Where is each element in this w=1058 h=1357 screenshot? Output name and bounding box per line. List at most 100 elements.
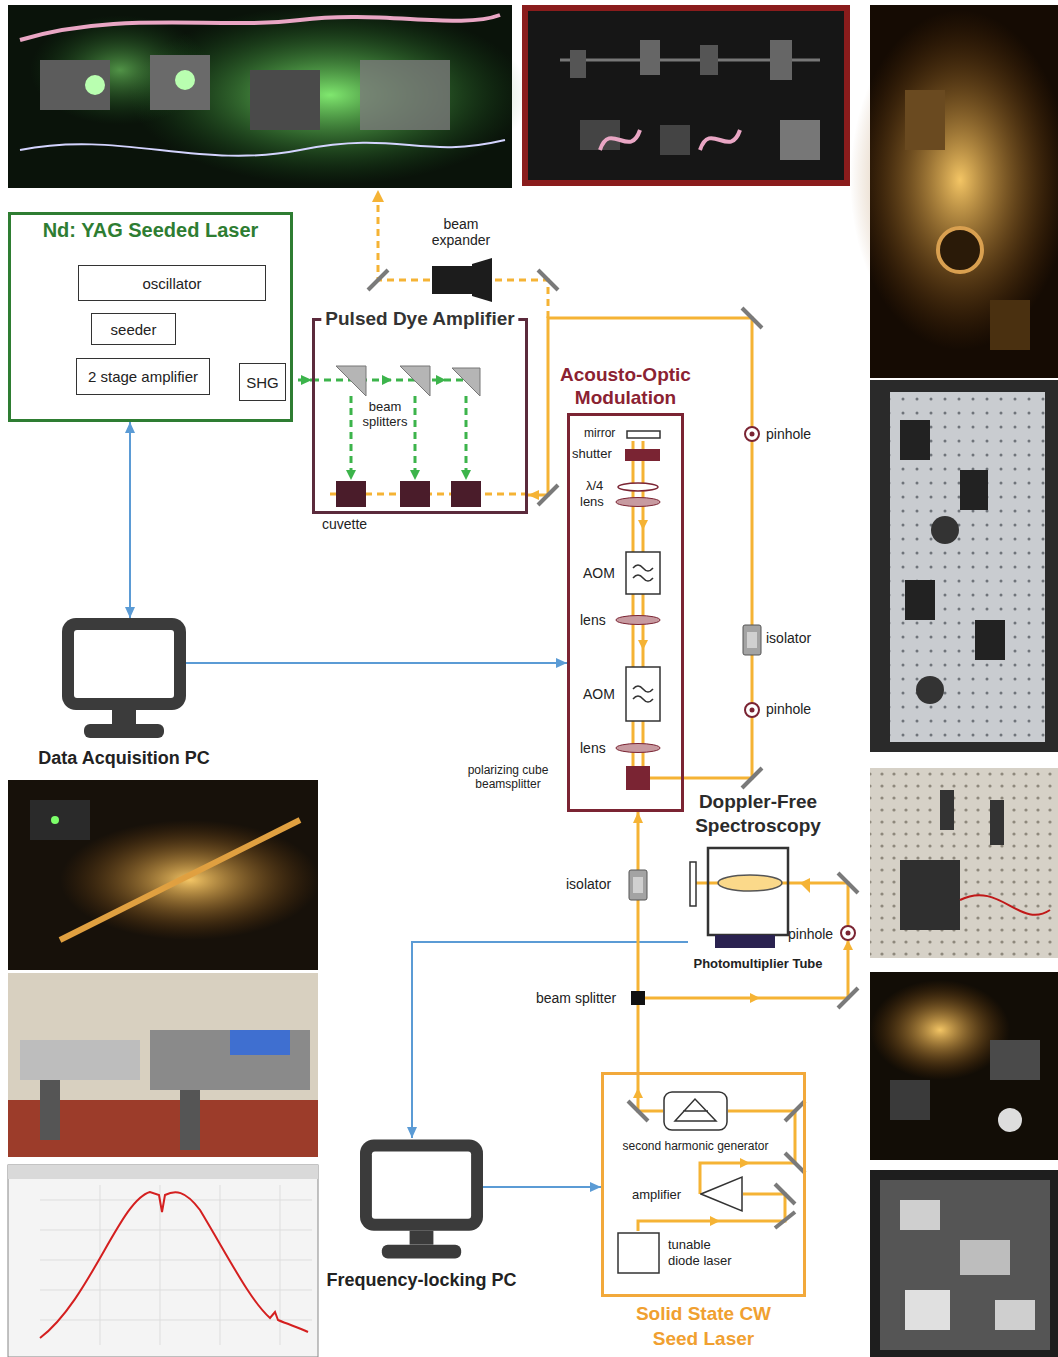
aom-label: AOM — [583, 565, 615, 581]
arrowhead — [528, 490, 539, 500]
shape-polygon — [710, 1216, 720, 1226]
diode-body — [618, 1233, 659, 1273]
node-diode: tunable diode laser — [617, 1231, 739, 1275]
connector-line — [637, 812, 640, 1072]
shape-polygon — [346, 470, 356, 480]
shape-line — [838, 988, 858, 1008]
connector-line — [129, 422, 131, 618]
shape-circle — [938, 228, 982, 272]
shg-housing — [664, 1092, 727, 1130]
monitor-icon — [360, 1138, 483, 1262]
shape-polygon — [633, 1088, 643, 1098]
box-label: 2 stage amplifier — [88, 368, 198, 385]
shape-polygon — [400, 366, 430, 396]
shape-path — [60, 820, 300, 940]
shape-line — [220, 1185, 221, 1345]
shape-ellipse — [616, 616, 660, 625]
shape-rect — [360, 60, 450, 130]
photo-right-4 — [870, 972, 1058, 1160]
shape-rect — [905, 580, 935, 620]
shape-polygon — [372, 190, 384, 202]
shape-rect — [8, 973, 318, 1157]
shape-polygon — [452, 368, 480, 396]
shape-path — [20, 15, 500, 40]
shape-polygon — [750, 993, 760, 1003]
shape-line — [775, 1212, 795, 1228]
node-nd: Nd: YAG Seeded Laseroscillatorseeder2 st… — [8, 212, 293, 422]
part-label: λ/4 — [586, 479, 616, 494]
shape-rect — [700, 45, 718, 75]
shape-ellipse — [850, 10, 1058, 350]
connector — [186, 658, 567, 668]
shape-rect — [900, 420, 930, 460]
shape-line — [40, 1260, 312, 1261]
shape-circle — [750, 432, 755, 437]
shape-rect — [990, 800, 1004, 845]
shape-rect — [900, 1200, 940, 1230]
shape-rect — [40, 1080, 60, 1140]
monitor-base — [382, 1245, 461, 1259]
part-label: beam splitters — [358, 400, 412, 430]
aom-wave — [633, 686, 653, 702]
shape-rect — [870, 768, 1058, 958]
shape-rect — [40, 60, 110, 110]
pmt-body — [715, 935, 775, 948]
orange-beam — [330, 200, 848, 1231]
connector — [407, 942, 688, 1138]
shape-circle — [51, 816, 59, 824]
node-seed: Solid State CW Seed Lasersecond harmonic… — [601, 1072, 806, 1297]
shape-rect — [432, 266, 472, 294]
part-label: beam expander — [430, 216, 492, 248]
monitor-icon — [62, 618, 186, 740]
shape-ellipse — [616, 498, 660, 507]
node-aomg: Acousto-Optic ModulationAOMAOM — [567, 413, 684, 812]
part-label: pinhole — [766, 426, 836, 442]
amp-label: amplifier — [632, 1187, 681, 1202]
shape-circle — [85, 75, 105, 95]
shape-line — [40, 1230, 312, 1231]
shape-line — [160, 1185, 161, 1345]
shape-rect — [8, 1165, 318, 1357]
part-label: cuvette — [322, 516, 382, 532]
part-label: lens — [580, 495, 614, 510]
shape-rect — [522, 5, 850, 186]
part-label: pinhole — [788, 926, 844, 942]
monitor-base — [84, 724, 164, 738]
photo-left-2 — [8, 973, 318, 1157]
photo-green-laser — [8, 5, 530, 188]
shape-polygon — [740, 1158, 750, 1168]
shape-rect — [570, 50, 586, 78]
shape-rect — [890, 1080, 930, 1120]
shape-rect — [336, 481, 366, 507]
part-label: polarizing cube beamsplitter — [462, 764, 554, 792]
shape-rect — [743, 625, 761, 655]
shape-polygon — [638, 640, 648, 650]
group-heading: Nd: YAG Seeded Laser — [11, 219, 290, 242]
shape-rect — [960, 1240, 1010, 1275]
shape-rect — [905, 1290, 950, 1330]
shape-circle — [846, 931, 851, 936]
shape-rect — [150, 1030, 310, 1090]
part-label: isolator — [766, 630, 836, 646]
photo-right-1 — [850, 5, 1058, 378]
shape-line — [628, 1101, 648, 1121]
box-label: SHG — [246, 374, 279, 391]
pinhole-symbols — [745, 427, 855, 940]
shape-circle — [745, 703, 759, 717]
arrowhead — [125, 422, 135, 433]
shape-path — [350, 396, 353, 472]
retro-mirror — [690, 862, 696, 906]
arrowhead — [590, 1182, 601, 1192]
shape-line — [40, 1200, 312, 1201]
connector-line — [412, 942, 688, 1138]
connector — [483, 1182, 601, 1192]
shape-circle — [750, 708, 755, 713]
box-label: seeder — [111, 321, 157, 338]
photo-right-3 — [870, 768, 1058, 958]
arrowhead — [633, 812, 643, 823]
shg-cavity — [675, 1099, 716, 1121]
shape-circle — [175, 70, 195, 90]
shape-path — [465, 396, 468, 472]
shg-label: second harmonic generator — [622, 1139, 768, 1153]
shape-circle — [931, 516, 959, 544]
